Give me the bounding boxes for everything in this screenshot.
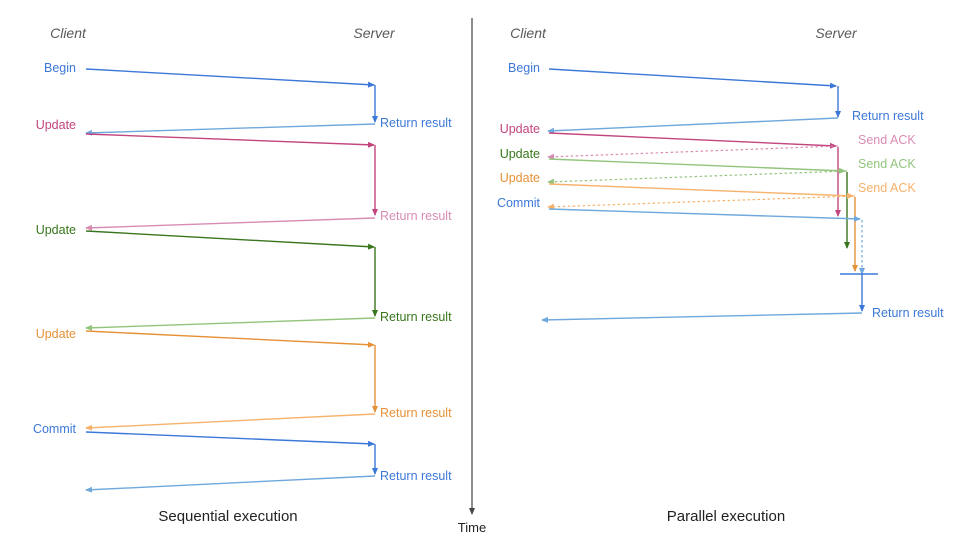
message-label-parallel-begin-0: Begin [508, 61, 540, 75]
flow-parallel-update3-ack [547, 195, 856, 210]
message-label-sequential-update-2: Update [36, 118, 76, 132]
flow-parallel-update3-request [548, 183, 854, 199]
panel-caption-parallel: Parallel execution [667, 508, 785, 525]
flow-parallel-update2-ack [547, 170, 848, 185]
flow-sequential-update2-request [85, 230, 375, 250]
flow-sequential-update1-request [85, 133, 375, 148]
time-axis-layer: Time [458, 18, 486, 535]
flow-sequential-update3-request [85, 330, 375, 348]
flow-parallel-begin-reply [547, 117, 839, 134]
flow-parallel-update1-request [548, 132, 837, 149]
flow-parallel-commit-request [548, 208, 861, 222]
flow-sequential-update1-reply [85, 217, 376, 231]
message-label-sequential-commit-8: Commit [33, 422, 77, 436]
message-label-sequential-update-4: Update [36, 223, 76, 237]
message-label-parallel-update-6: Update [500, 171, 540, 185]
lane-header-client-sequential: Client [50, 25, 87, 41]
lane-header-layer: Client Server Client Server [50, 25, 858, 41]
flow-sequential-commit-request [85, 431, 375, 447]
lane-header-server-parallel: Server [815, 25, 858, 41]
message-label-parallel-send-ack-5: Send ACK [858, 157, 916, 171]
message-label-parallel-update-4: Update [500, 147, 540, 161]
flow-parallel-update2-request [548, 158, 846, 174]
lane-header-client-parallel: Client [510, 25, 547, 41]
message-label-parallel-commit-8: Commit [497, 196, 541, 210]
flow-parallel-commit-reply [541, 312, 863, 323]
message-label-sequential-update-6: Update [36, 327, 76, 341]
flow-sequential-begin-request [85, 68, 375, 88]
message-label-parallel-send-ack-7: Send ACK [858, 181, 916, 195]
message-label-parallel-update-2: Update [500, 122, 540, 136]
message-label-sequential-return-result-9: Return result [380, 469, 452, 483]
flow-sequential-commit-reply [85, 475, 376, 493]
flow-arrow-layer [85, 68, 878, 493]
message-label-sequential-begin-0: Begin [44, 61, 76, 75]
message-label-parallel-return-result-1: Return result [852, 109, 924, 123]
message-label-parallel-send-ack-3: Send ACK [858, 133, 916, 147]
panel-caption-sequential: Sequential execution [158, 508, 297, 525]
panel-caption-layer: Sequential execution Parallel execution [158, 508, 785, 525]
message-label-parallel-return-result-9: Return result [872, 306, 944, 320]
flow-parallel-update1-ack [547, 145, 839, 160]
lane-header-server-sequential: Server [353, 25, 396, 41]
message-label-sequential-return-result-5: Return result [380, 310, 452, 324]
flow-sequential-update2-reply [85, 317, 376, 331]
flow-sequential-begin-reply [85, 123, 376, 136]
message-label-sequential-return-result-3: Return result [380, 209, 452, 223]
message-label-sequential-return-result-1: Return result [380, 116, 452, 130]
message-label-sequential-return-result-7: Return result [380, 406, 452, 420]
flow-parallel-begin-request [548, 68, 837, 89]
time-axis-label: Time [458, 520, 486, 535]
flow-sequential-update3-reply [85, 413, 376, 431]
